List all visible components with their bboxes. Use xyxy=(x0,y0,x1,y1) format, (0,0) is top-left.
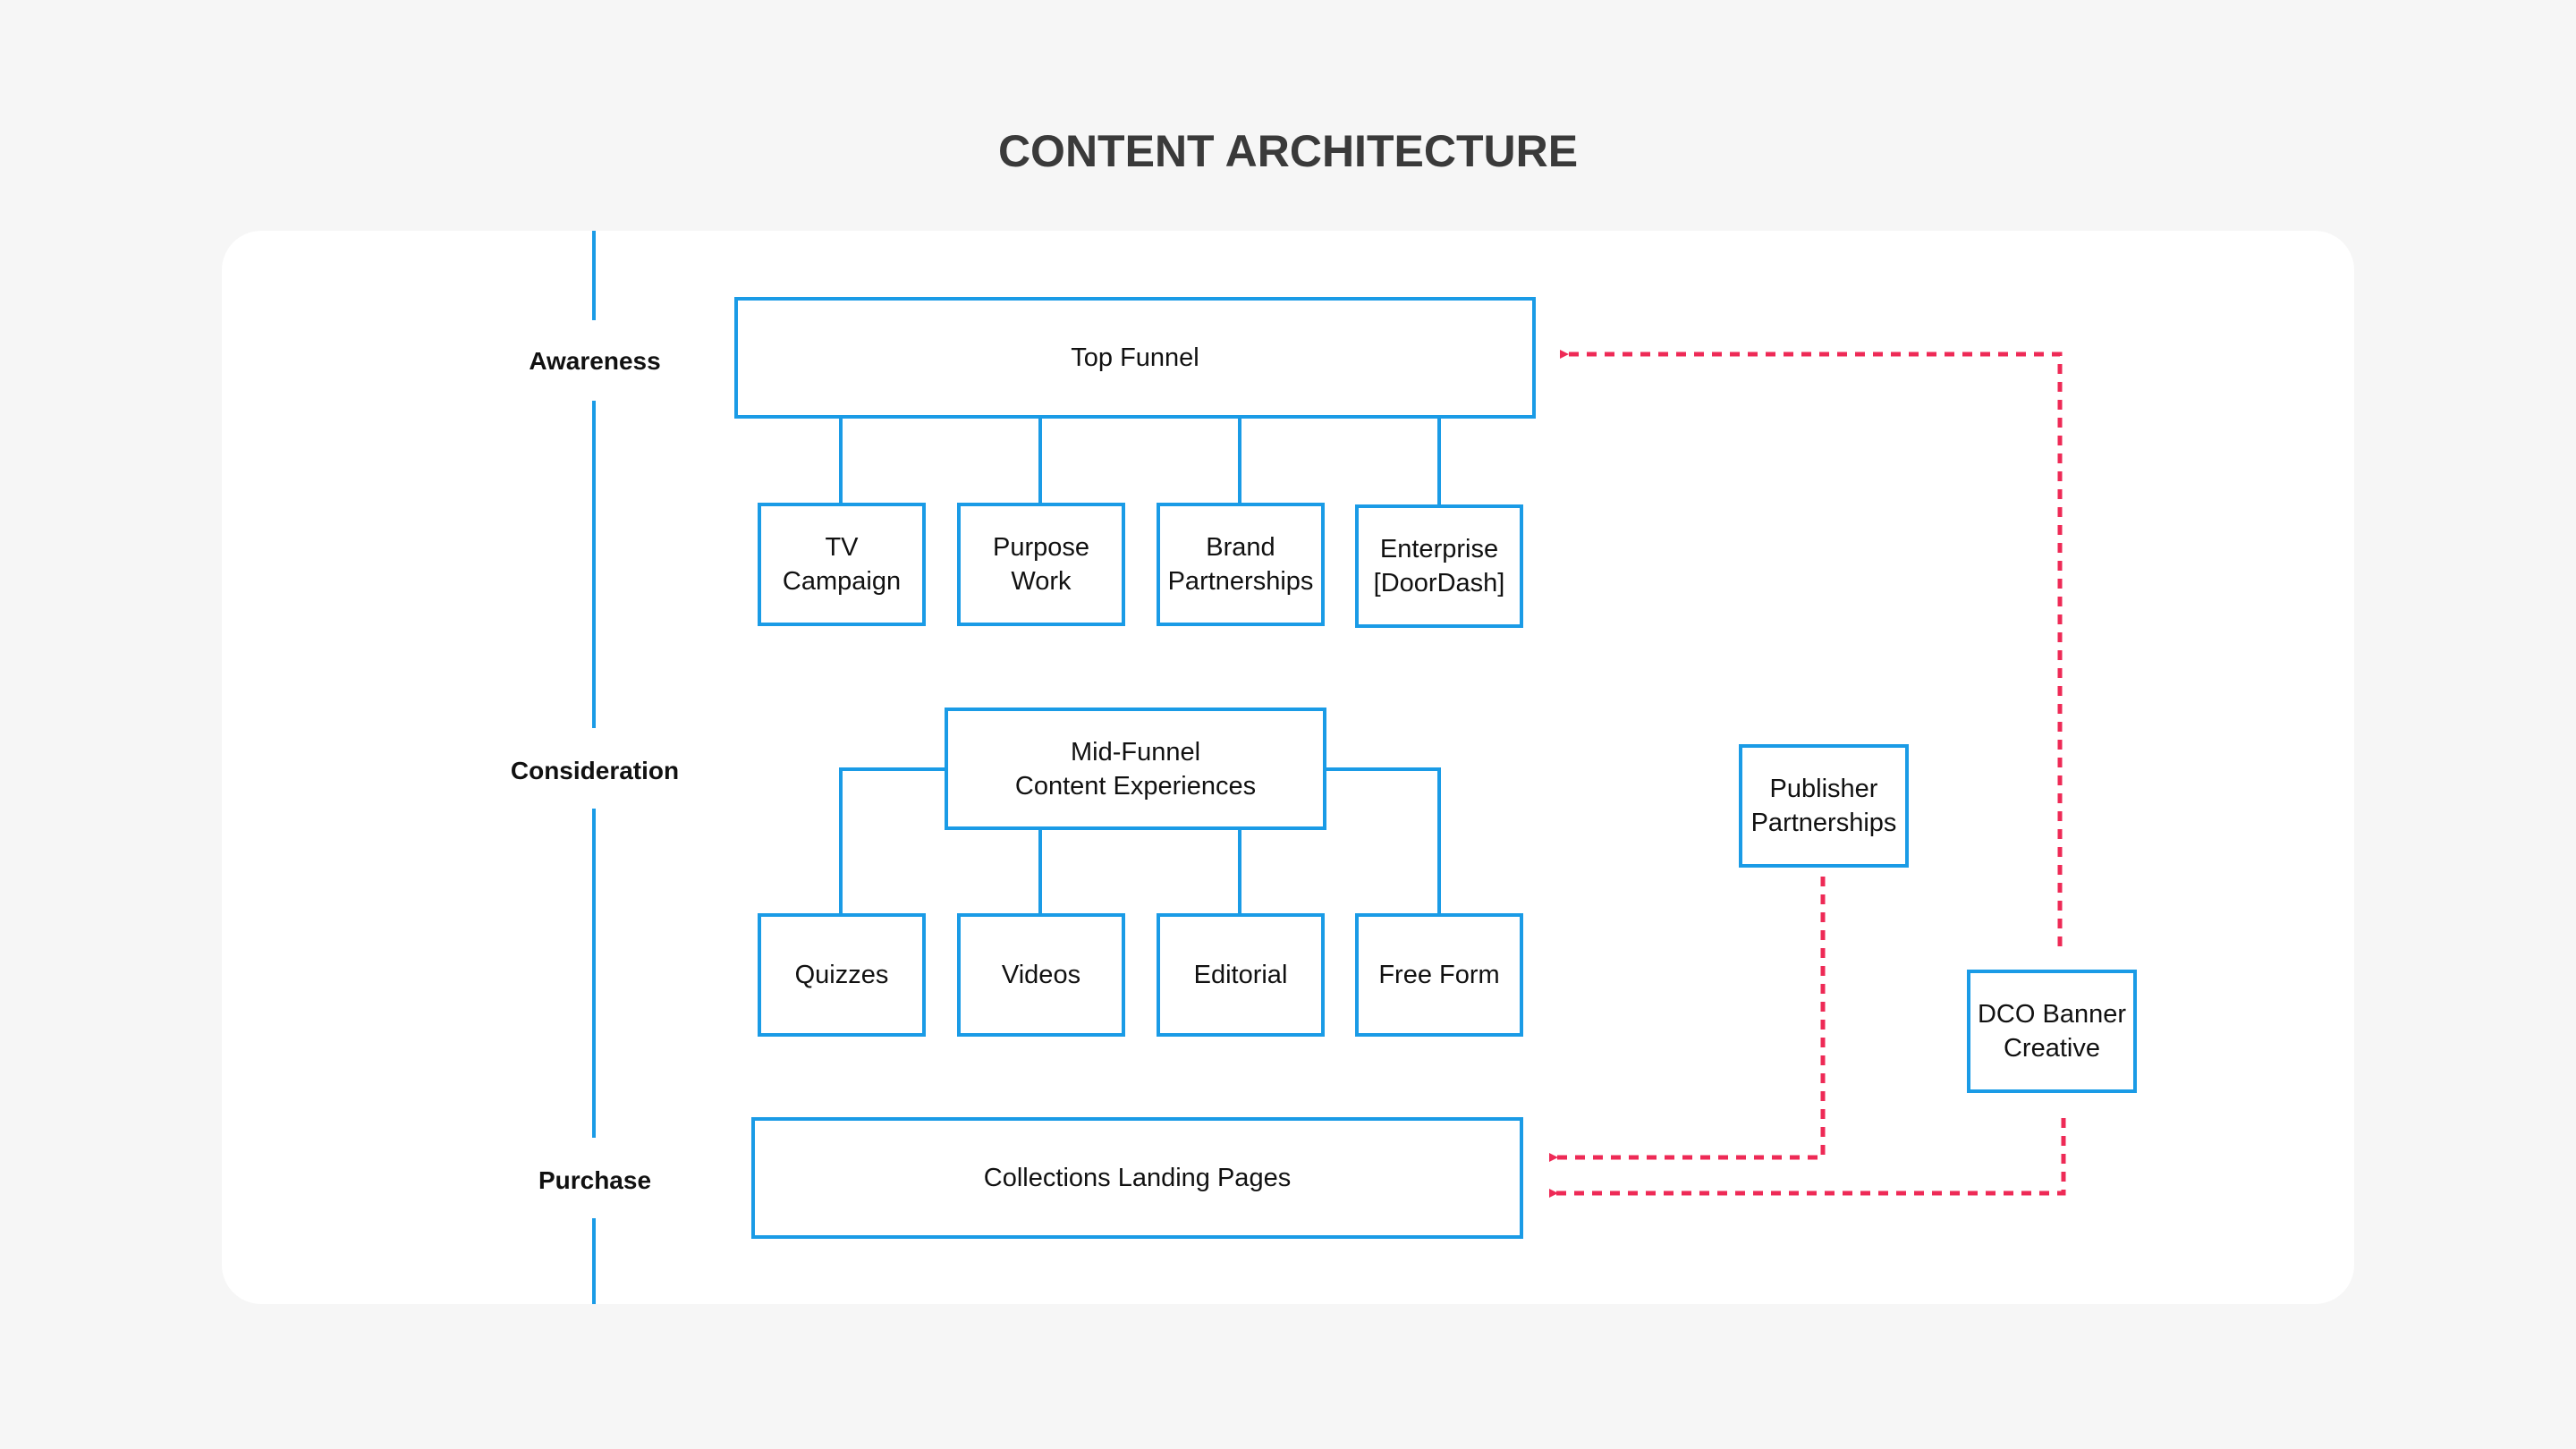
connector-mid-funnel-free-form xyxy=(1325,767,1441,916)
arrow-publisher-to-collections xyxy=(1549,877,1826,1162)
node-brand-partnerships: Brand Partnerships xyxy=(1157,503,1325,626)
arrow-dco-to-collections xyxy=(1549,1118,2066,1198)
node-publisher-partnerships: Publisher Partnerships xyxy=(1739,744,1909,868)
node-enterprise: Enterprise [DoorDash] xyxy=(1355,504,1523,628)
node-purpose-work: Purpose Work xyxy=(957,503,1125,626)
node-mid-funnel: Mid-Funnel Content Experiences xyxy=(945,708,1326,830)
node-collections-landing-pages: Collections Landing Pages xyxy=(751,1117,1523,1239)
mid-funnel-connectors xyxy=(839,767,1441,916)
node-editorial: Editorial xyxy=(1157,913,1325,1037)
node-dco-banner-creative: DCO Banner Creative xyxy=(1967,970,2137,1093)
node-top-funnel: Top Funnel xyxy=(734,297,1536,419)
connector-mid-funnel-quizzes xyxy=(839,767,946,916)
dashed-arrows xyxy=(1549,350,2066,1198)
stage-label-awareness: Awareness xyxy=(529,347,661,375)
page-title: CONTENT ARCHITECTURE xyxy=(997,126,1579,176)
top-funnel-connectors xyxy=(839,417,1441,506)
arrow-dco-to-top-funnel xyxy=(1560,350,2063,946)
stage-label-consideration: Consideration xyxy=(510,757,680,784)
stage-label-purchase: Purchase xyxy=(538,1166,652,1194)
node-quizzes: Quizzes xyxy=(758,913,926,1037)
node-videos: Videos xyxy=(957,913,1125,1037)
node-free-form: Free Form xyxy=(1355,913,1523,1037)
node-tv-campaign: TV Campaign xyxy=(758,503,926,626)
